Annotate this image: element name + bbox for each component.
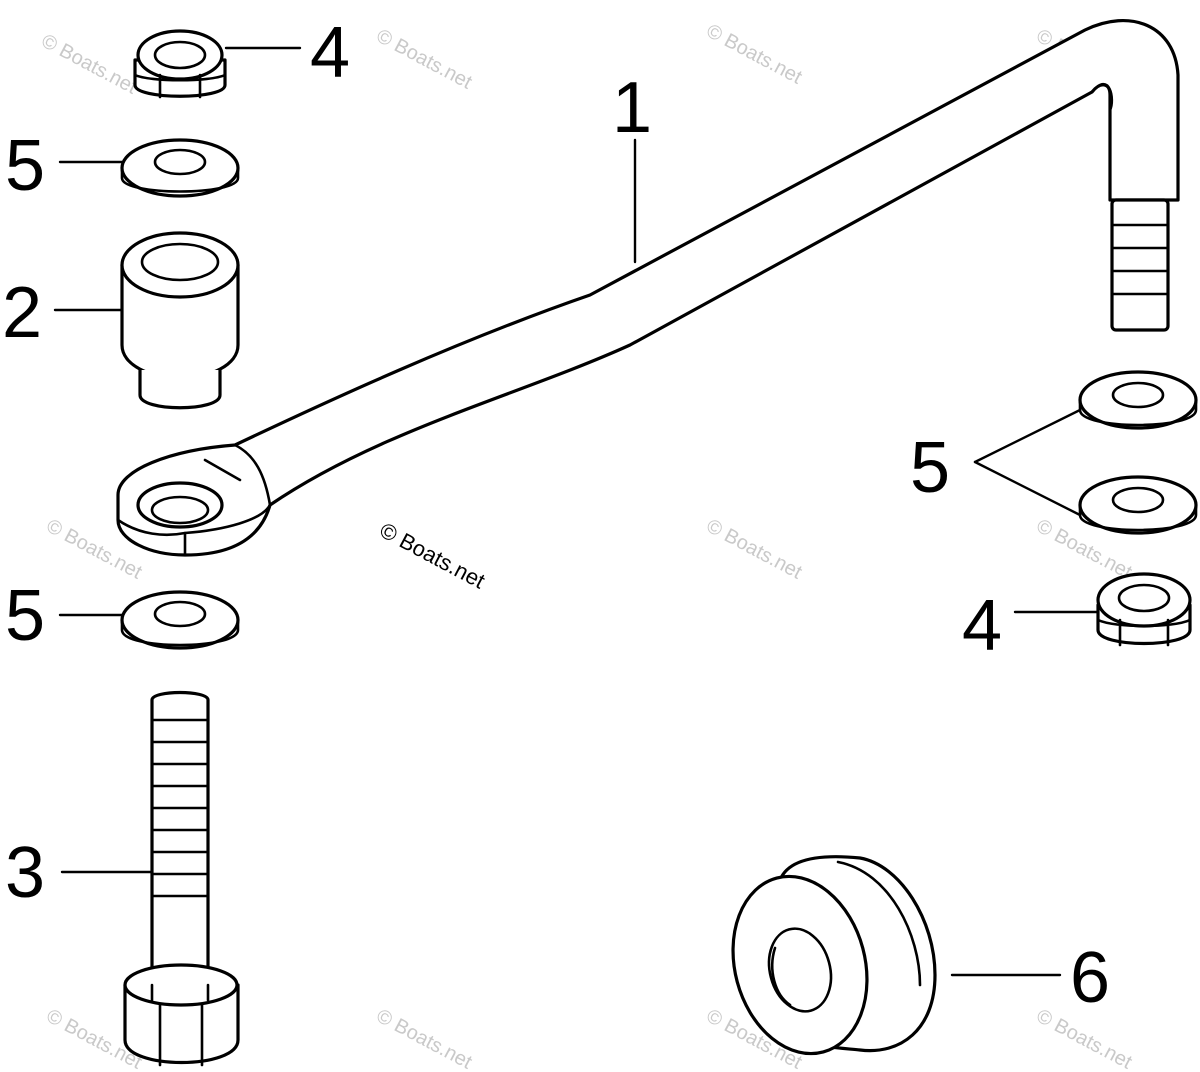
washer-bottom-left [120, 590, 240, 650]
locknut-right [1096, 572, 1192, 647]
callout-5-bottom-left: 5 [5, 576, 45, 656]
spacer [120, 231, 240, 410]
callout-numbers: 1 4 5 2 5 3 5 4 6 [2, 13, 1110, 1018]
leader-5-pair-b [973, 460, 1082, 517]
steering-link-rod [116, 18, 1180, 557]
callout-4-top: 4 [310, 13, 350, 93]
callout-4-right: 4 [962, 586, 1002, 666]
leader-lines [53, 46, 1100, 977]
watermark-tile: © Boats.net [373, 1005, 476, 1072]
watermark-tile: © Boats.net [38, 30, 141, 99]
watermark-tile: © Boats.net [703, 515, 806, 584]
callout-5-top: 5 [5, 126, 45, 206]
callout-3: 3 [5, 833, 45, 913]
bushing [731, 855, 937, 1056]
callout-1: 1 [612, 68, 652, 148]
locknut-top [133, 29, 227, 99]
watermark-center: © Boats.net [376, 517, 490, 593]
washer-pair-right [1078, 370, 1198, 535]
leader-5-pair-a [973, 408, 1082, 464]
callout-6: 6 [1070, 938, 1110, 1018]
callout-2: 2 [2, 273, 42, 353]
callout-5-pair: 5 [910, 428, 950, 508]
bolt [123, 690, 240, 1067]
watermark-tile: © Boats.net [373, 25, 476, 94]
watermark-tile: © Boats.net [703, 20, 806, 89]
washer-top [120, 138, 240, 198]
